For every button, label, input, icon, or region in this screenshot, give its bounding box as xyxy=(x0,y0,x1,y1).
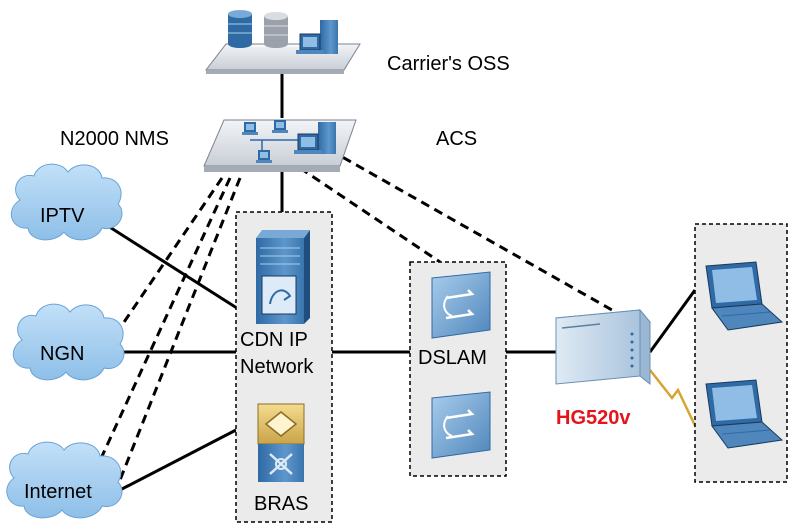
cloud-iptv: IPTV xyxy=(10,163,123,241)
dslam-switch-icon xyxy=(431,271,491,339)
acs-server-icon xyxy=(294,122,336,154)
cdn-ip-label-line1: CDN IP xyxy=(240,329,308,351)
dslam-label: DSLAM xyxy=(418,347,487,369)
acs-dslam-dashed xyxy=(299,166,441,264)
acs-hg-dashed xyxy=(329,148,613,312)
internet-bras-link xyxy=(119,428,237,492)
acs-label: ACS xyxy=(436,128,477,150)
workstation-icon xyxy=(242,122,258,135)
hg520v-label: HG520v xyxy=(556,407,631,429)
server-computer-icon xyxy=(296,20,338,54)
management-dashed-lines xyxy=(90,148,613,481)
bras-label: BRAS xyxy=(254,493,308,515)
cdn-server-icon xyxy=(256,230,310,324)
carrier-oss-platform xyxy=(204,10,361,74)
acs-nms-platform xyxy=(203,119,357,172)
laptop-icon xyxy=(705,261,784,331)
workstation-icon xyxy=(256,150,272,163)
n2000-nms-label: N2000 NMS xyxy=(60,128,169,150)
cloud-ngn-label: NGN xyxy=(40,343,84,365)
storage-icon xyxy=(264,12,288,48)
workstation-icon xyxy=(272,120,288,133)
database-icon xyxy=(228,10,252,48)
nms-iptv-ngn-dashed xyxy=(118,177,224,329)
cloud-internet: Internet xyxy=(6,441,123,519)
hg-laptops-link-upper xyxy=(648,289,697,353)
hg520v-gateway-icon xyxy=(555,308,651,386)
cloud-ngn: NGN xyxy=(12,303,125,381)
nms-internet-dashed xyxy=(118,177,242,481)
cdn-ip-label-line2: Network xyxy=(240,356,314,378)
cloud-iptv-label: IPTV xyxy=(40,205,85,227)
carrier-oss-label: Carrier's OSS xyxy=(387,53,510,75)
iptv-cdn-link xyxy=(107,224,241,312)
bras-router-icon xyxy=(257,403,305,482)
wireless-link-icon xyxy=(649,369,702,437)
dslam-switch-icon xyxy=(431,391,491,459)
connection-lines xyxy=(107,70,697,492)
cloud-internet-label: Internet xyxy=(24,481,92,503)
laptop-icon xyxy=(705,379,784,449)
nms-ngn-dashed xyxy=(90,177,232,479)
